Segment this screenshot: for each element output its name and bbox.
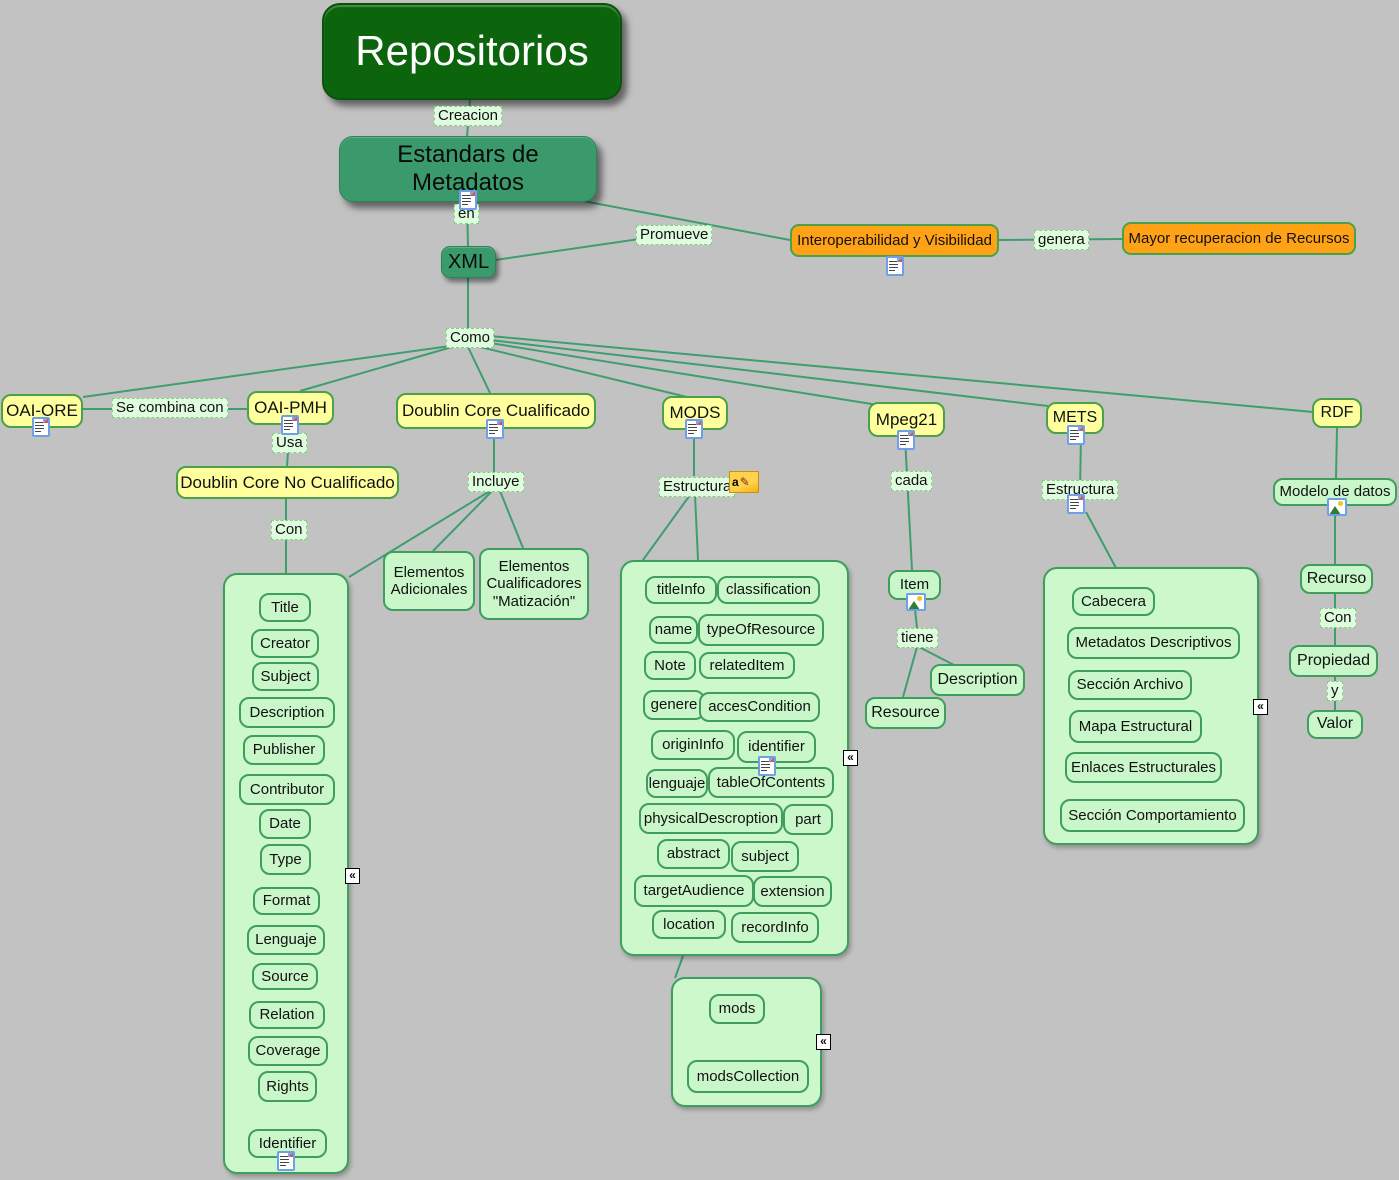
- resource-icon[interactable]: [32, 417, 50, 437]
- mods-root-element[interactable]: modsCollection: [687, 1060, 809, 1093]
- mets-section[interactable]: Sección Comportamiento: [1060, 799, 1245, 832]
- mods-element[interactable]: extension: [753, 876, 832, 907]
- mods-element[interactable]: subject: [731, 841, 799, 872]
- concept-propiedad[interactable]: Propiedad: [1289, 645, 1378, 677]
- dc-element[interactable]: Subject: [252, 662, 319, 691]
- collapse-icon[interactable]: «: [1253, 699, 1268, 715]
- mods-element[interactable]: name: [649, 616, 698, 644]
- resource-icon[interactable]: [758, 756, 776, 776]
- link-estructura-mods[interactable]: Estructura: [659, 477, 736, 497]
- concept-resource[interactable]: Resource: [865, 697, 946, 729]
- dc-element[interactable]: Source: [252, 963, 318, 990]
- collapse-icon[interactable]: «: [843, 750, 858, 766]
- resource-icon[interactable]: [1067, 494, 1085, 514]
- dublin-core-elements-container[interactable]: Title Creator Subject Description Publis…: [223, 573, 349, 1174]
- mods-element[interactable]: part: [783, 804, 833, 835]
- image-icon[interactable]: [1327, 498, 1347, 516]
- dc-element[interactable]: Title: [259, 593, 311, 622]
- concept-recurso[interactable]: Recurso: [1300, 564, 1373, 594]
- concept-oai-ore[interactable]: OAI-ORE: [1, 394, 83, 428]
- dc-element[interactable]: Coverage: [248, 1036, 328, 1066]
- link-cada[interactable]: cada: [891, 471, 932, 491]
- link-como[interactable]: Como: [446, 328, 495, 348]
- concept-mayor-recuperacion[interactable]: Mayor recuperacion de Recursos: [1122, 222, 1356, 255]
- pencil-icon: ✎: [739, 475, 750, 489]
- mods-element[interactable]: lenguaje: [646, 769, 708, 798]
- resource-icon[interactable]: [459, 190, 477, 210]
- concept-rdf[interactable]: RDF: [1312, 398, 1362, 428]
- resource-icon[interactable]: [886, 256, 904, 276]
- image-icon[interactable]: [906, 593, 926, 611]
- link-con-rdf[interactable]: Con: [1320, 608, 1356, 628]
- dc-element[interactable]: Relation: [249, 1001, 325, 1029]
- mods-element[interactable]: genere: [643, 690, 705, 720]
- link-con-dc[interactable]: Con: [271, 520, 307, 540]
- concept-valor[interactable]: Valor: [1307, 710, 1363, 739]
- concept-xml[interactable]: XML: [441, 246, 496, 278]
- concept-description[interactable]: Description: [930, 664, 1025, 696]
- concept-elementos-cualificadores[interactable]: Elementos Cualificadores "Matización": [479, 548, 589, 620]
- mods-element[interactable]: identifier: [737, 731, 816, 763]
- mods-element[interactable]: targetAudience: [634, 875, 754, 907]
- dc-element[interactable]: Contributor: [239, 774, 335, 805]
- collapse-icon[interactable]: «: [345, 868, 360, 884]
- link-promueve[interactable]: Promueve: [636, 225, 713, 245]
- dc-element[interactable]: Description: [239, 697, 335, 728]
- resource-icon[interactable]: [277, 1151, 295, 1171]
- resource-icon[interactable]: [685, 419, 703, 439]
- mets-section[interactable]: Metadatos Descriptivos: [1067, 627, 1240, 659]
- mods-element[interactable]: classification: [717, 576, 820, 604]
- mods-root-element[interactable]: mods: [709, 994, 765, 1024]
- resource-icon[interactable]: [281, 415, 299, 435]
- mods-root-container[interactable]: mods modsCollection: [671, 977, 822, 1107]
- mets-section[interactable]: Mapa Estructural: [1069, 710, 1202, 743]
- link-se-combina-con[interactable]: Se combina con: [112, 398, 228, 418]
- mods-element[interactable]: physicalDescroption: [639, 803, 783, 834]
- dc-element[interactable]: Creator: [251, 629, 319, 658]
- concept-repositorios[interactable]: Repositorios: [322, 3, 622, 100]
- dc-element[interactable]: Publisher: [243, 735, 325, 765]
- link-genera[interactable]: genera: [1034, 230, 1089, 250]
- mods-element[interactable]: relatedItem: [699, 652, 795, 679]
- dc-element[interactable]: Type: [260, 844, 311, 875]
- resource-icon[interactable]: [1067, 425, 1085, 445]
- mods-element[interactable]: recordInfo: [731, 912, 819, 943]
- link-incluye[interactable]: Incluye: [468, 472, 524, 492]
- dc-element[interactable]: Date: [259, 809, 311, 839]
- mods-element[interactable]: titleInfo: [645, 576, 717, 604]
- dc-element[interactable]: Format: [253, 887, 320, 915]
- link-y[interactable]: y: [1327, 681, 1343, 701]
- resource-icon[interactable]: [486, 419, 504, 439]
- link-creacion[interactable]: Creacion: [434, 106, 503, 126]
- resource-icon[interactable]: [897, 430, 915, 450]
- mets-section[interactable]: Sección Archivo: [1068, 670, 1192, 700]
- mods-element[interactable]: accesCondition: [699, 692, 820, 722]
- concept-elementos-adicionales[interactable]: Elementos Adicionales: [383, 551, 475, 611]
- collapse-icon[interactable]: «: [816, 1034, 831, 1050]
- annotation-letter: a: [732, 475, 739, 489]
- mods-element[interactable]: Note: [644, 651, 696, 680]
- mets-section[interactable]: Enlaces Estructurales: [1065, 752, 1222, 783]
- link-estructura-mets[interactable]: Estructura: [1042, 480, 1119, 500]
- link-tiene[interactable]: tiene: [897, 628, 938, 648]
- mods-element[interactable]: location: [652, 910, 726, 939]
- mods-element[interactable]: typeOfResource: [698, 614, 824, 646]
- mods-element[interactable]: originInfo: [651, 730, 735, 760]
- link-usa[interactable]: Usa: [272, 433, 307, 453]
- mods-element[interactable]: abstract: [657, 839, 730, 869]
- dc-element[interactable]: Rights: [258, 1071, 317, 1102]
- mets-sections-container[interactable]: Cabecera Metadatos Descriptivos Sección …: [1043, 567, 1259, 845]
- concept-dublin-core-no-cualificado[interactable]: Doublin Core No Cualificado: [176, 466, 399, 499]
- annotation-icon[interactable]: a ✎: [729, 471, 759, 493]
- dc-element[interactable]: Lenguaje: [247, 925, 325, 955]
- concept-interoperabilidad[interactable]: Interoperabilidad y Visibilidad: [790, 224, 999, 257]
- mets-section[interactable]: Cabecera: [1072, 587, 1155, 616]
- mods-elements-container[interactable]: titleInfo classification name typeOfReso…: [620, 560, 849, 956]
